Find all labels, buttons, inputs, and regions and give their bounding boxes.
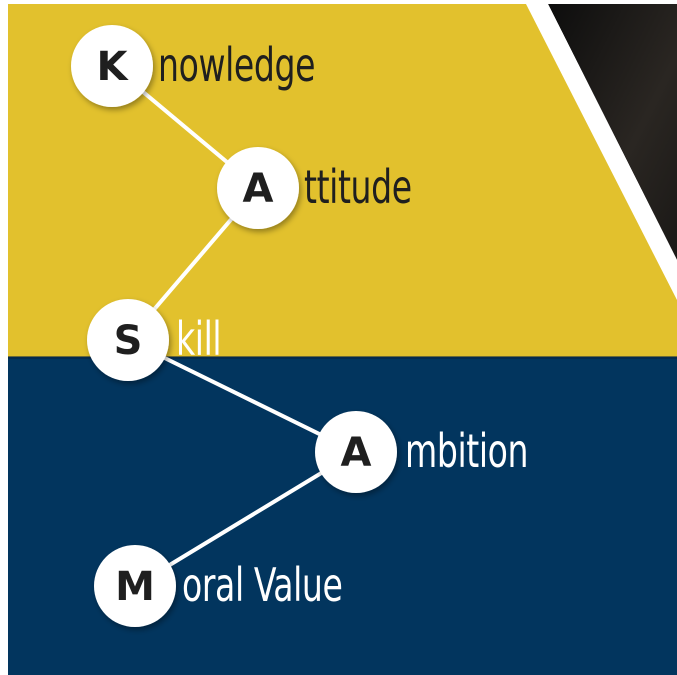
node-circle xyxy=(87,299,169,381)
word-knowledge: nowledge xyxy=(158,38,316,92)
connector-s-a xyxy=(126,338,358,454)
node-letter: K xyxy=(97,44,130,90)
node-attitude: A xyxy=(217,147,299,229)
word-attitude: ttitude xyxy=(304,160,412,214)
node-skill: S xyxy=(87,299,169,381)
upper-band xyxy=(8,4,677,357)
node-letter: A xyxy=(341,430,372,476)
connector-a-m xyxy=(133,450,358,588)
node-letter: M xyxy=(115,564,155,610)
node-ambition: A xyxy=(315,411,397,493)
node-circle xyxy=(217,147,299,229)
node-circle xyxy=(315,411,397,493)
lower-band xyxy=(8,357,677,675)
node-circle xyxy=(71,25,153,107)
word-skill: kill xyxy=(176,312,222,366)
band-seam xyxy=(8,356,677,359)
node-letter: A xyxy=(243,166,274,212)
word-moral-value: oral Value xyxy=(182,558,343,612)
node-letter: S xyxy=(114,318,143,364)
node-circle xyxy=(94,545,176,627)
node-knowledge: K xyxy=(71,25,153,107)
word-ambition: mbition xyxy=(405,424,529,478)
node-moral-value: M xyxy=(94,545,176,627)
